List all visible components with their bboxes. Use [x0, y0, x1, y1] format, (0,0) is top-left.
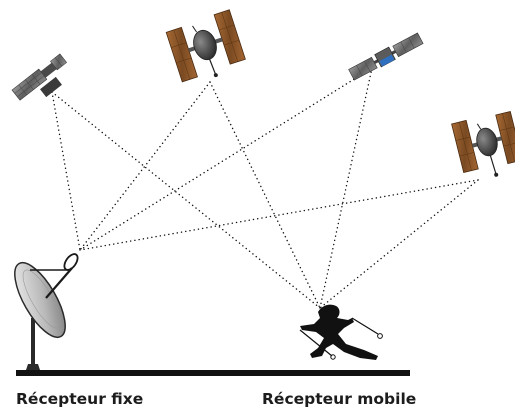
fixed-receiver-label: Récepteur fixe — [16, 390, 144, 408]
satellite-4-icon — [451, 110, 515, 177]
signal-sat3-fixed — [79, 67, 373, 251]
satellite-1-icon — [11, 53, 68, 101]
signal-lines — [51, 67, 479, 309]
signal-sat4-fixed — [79, 179, 479, 251]
signal-sat4-mobile — [319, 179, 479, 309]
satellite-2-icon — [165, 9, 246, 83]
satellite-dish-icon — [14, 253, 79, 370]
signal-sat2-fixed — [79, 81, 211, 251]
signal-sat2-mobile — [209, 81, 321, 309]
signal-sat1-mobile — [51, 91, 321, 309]
skier-icon — [299, 304, 383, 360]
mobile-receiver-label: Récepteur mobile — [262, 390, 417, 408]
ground-line — [16, 370, 410, 376]
signal-sat1-fixed — [51, 91, 81, 251]
satellite-3-icon — [348, 32, 424, 81]
